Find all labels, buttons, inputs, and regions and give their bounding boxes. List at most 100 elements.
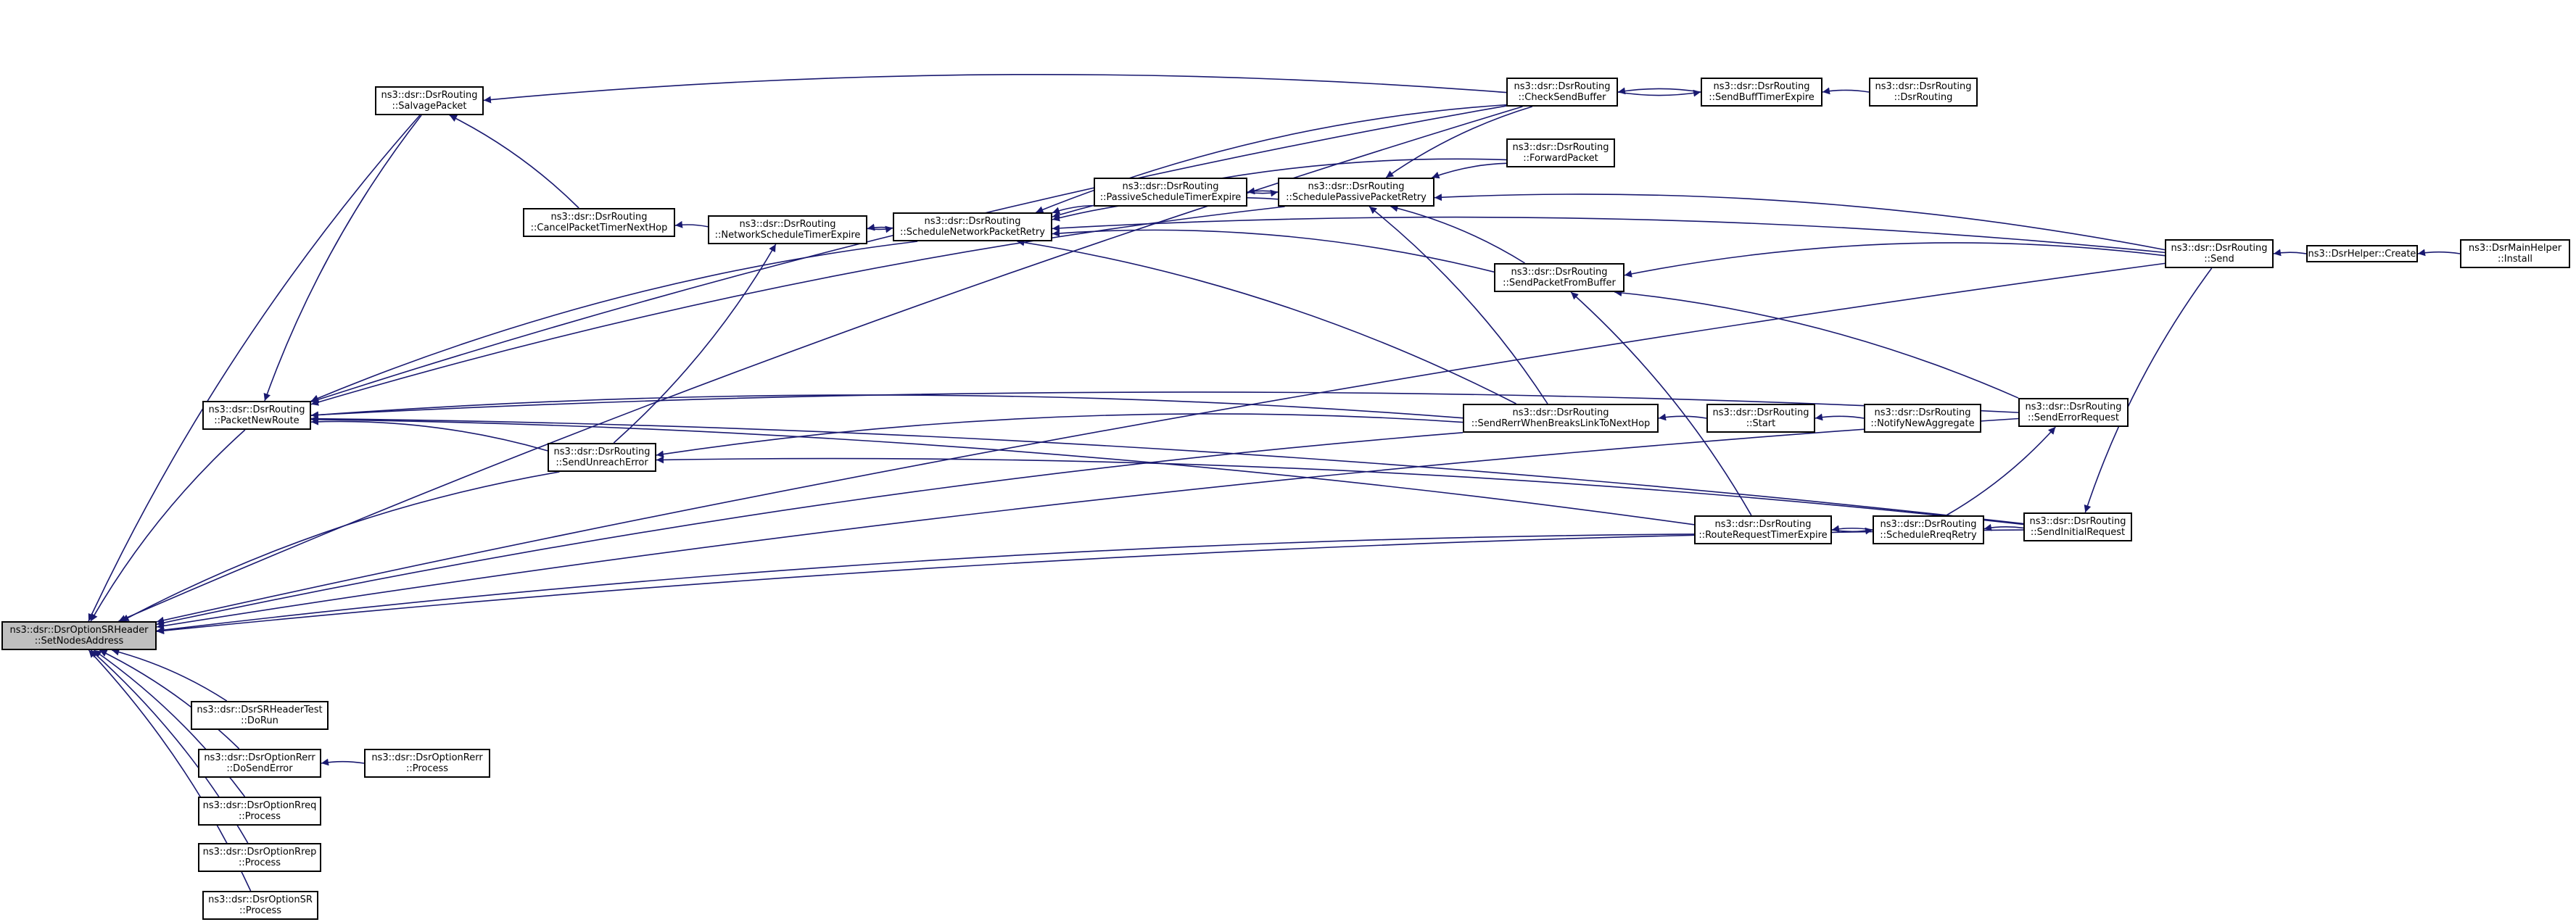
node-dsroptionrrep-process[interactable]: ns3::dsr::DsrOptionRrep ::Process [198,843,321,872]
edge-mainhelper-to-helper [2417,249,2461,257]
node-networkscheduletimerexpire[interactable]: ns3::dsr::DsrRouting ::NetworkScheduleTi… [708,215,867,244]
node-line2: ::Install [2498,254,2532,265]
node-line1: ns3::dsr::DsrSRHeaderTest [197,705,323,715]
node-line2: ::SendUnreachError [556,457,648,468]
edge-rrte-to-spfb [1570,291,1752,516]
edge-rerrdse-to-root [99,649,240,749]
node-line1: ns3::dsr::DsrOptionRerr [204,752,315,763]
edge-send-to-spfb [1624,242,2166,278]
node-start[interactable]: ns3::dsr::DsrRouting ::Start [1706,404,1815,433]
node-line1: ns3::dsr::DsrRouting [381,90,478,101]
edge-sue-to-root [121,471,560,622]
edge-send-to-sppr [1434,194,2166,251]
edge-sppr-to-pnr [310,206,1285,406]
node-line2: ::Process [238,811,281,822]
node-forwardpacket[interactable]: ns3::dsr::DsrRouting ::ForwardPacket [1506,138,1615,167]
node-senderrorrequest[interactable]: ns3::dsr::DsrRouting ::SendErrorRequest [2018,398,2129,427]
node-schedulerreqretry[interactable]: ns3::dsr::DsrRouting ::ScheduleRreqRetry [1873,515,1984,544]
node-routerequesttimerexpire[interactable]: ns3::dsr::DsrRouting ::RouteRequestTimer… [1694,515,1832,544]
node-salvagepacket[interactable]: ns3::dsr::DsrRouting ::SalvagePacket [375,86,484,115]
node-line1: ns3::dsr::DsrRouting [208,404,305,415]
node-line2: ::CancelPacketTimerNextHop [530,223,668,233]
node-line1: ns3::dsr::DsrRouting [2025,402,2122,412]
node-dsroptionsr-process[interactable]: ns3::dsr::DsrOptionSR ::Process [202,891,318,920]
edge-rrte-to-root [156,533,1695,634]
edge-nste-to-cancel [674,220,709,228]
node-sendrerrwhenbreakslinktonexthop[interactable]: ns3::dsr::DsrRouting ::SendRerrWhenBreak… [1463,404,1659,433]
edge-srwb-to-root [156,432,1464,627]
node-sendbufftimerexpire[interactable]: ns3::dsr::DsrRouting ::SendBuffTimerExpi… [1701,78,1822,107]
node-line1: ns3::dsr::DsrOptionSR [208,894,313,905]
node-dsroptionrerr-dosenderror[interactable]: ns3::dsr::DsrOptionRerr ::DoSendError [198,749,321,778]
edge-spfb-to-sppr [1390,204,1525,264]
edge-sbte-to-csb [1617,87,1701,95]
node-dsroptionsrheader-setnodesaddress: ns3::dsr::DsrOptionSRHeader ::SetNodesAd… [1,621,157,650]
node-line2: ::Send [2204,254,2234,265]
node-dsrhelper-create[interactable]: ns3::DsrHelper::Create [2306,245,2418,262]
node-line1: ns3::dsr::DsrRouting [2029,516,2126,527]
edge-salvage-to-pnr [263,115,422,402]
node-line2: ::NetworkScheduleTimerExpire [714,230,861,241]
node-dsroptionrreq-process[interactable]: ns3::dsr::DsrOptionRreq ::Process [198,797,321,826]
node-sendinitialrequest[interactable]: ns3::dsr::DsrRouting ::SendInitialReques… [2023,512,2132,541]
node-passivescheduletimerexpire[interactable]: ns3::dsr::DsrRouting ::PassiveScheduleTi… [1094,178,1247,207]
node-line1: ns3::dsr::DsrRouting [739,219,836,230]
node-line2: ::Start [1746,418,1776,429]
node-notifynewaggregate[interactable]: ns3::dsr::DsrRouting ::NotifyNewAggregat… [1864,404,1981,433]
node-line1: ns3::dsr::DsrRouting [550,212,648,223]
edge-sir-to-srr [1983,523,2024,531]
edge-snpr-to-pnr [310,241,918,402]
node-dsrmainhelper-install[interactable]: ns3::DsrMainHelper ::Install [2460,239,2570,268]
edge-fwd-to-sppr [1432,162,1507,179]
node-line1: ns3::dsr::DsrOptionSRHeader [9,625,149,636]
edge-send-to-snpr [1052,216,2166,254]
edge-ser-to-pnr [310,391,2019,419]
node-line1: ns3::dsr::DsrRouting [1714,519,1812,530]
node-line2: ::SendErrorRequest [2028,412,2119,423]
node-dsrrouting-constructor[interactable]: ns3::dsr::DsrRouting ::DsrRouting [1869,78,1978,107]
edge-srwb-to-snpr [1017,238,1516,404]
node-dsroptionrerr-process[interactable]: ns3::dsr::DsrOptionRerr ::Process [364,749,490,778]
node-line1: ns3::dsr::DsrRouting [1875,81,1972,92]
node-line2: ::SendBuffTimerExpire [1709,92,1815,103]
node-line1: ns3::dsr::DsrRouting [2171,243,2268,254]
node-line1: ns3::dsr::DsrRouting [1122,181,1219,192]
node-line1: ns3::DsrHelper::Create [2308,248,2416,259]
edge-rerrproc-to-rerrdse [321,758,365,766]
edge-rrte-to-pnr [310,415,1695,526]
node-packetnewroute[interactable]: ns3::dsr::DsrRouting ::PacketNewRoute [202,401,311,430]
node-line2: ::NotifyNewAggregate [1870,418,1975,429]
edge-srwb-to-sppr [1368,206,1548,404]
edge-send-to-sir [2084,267,2213,513]
node-cancelpackettimernexthop[interactable]: ns3::dsr::DsrRouting ::CancelPacketTimer… [523,208,675,237]
edge-csb-to-sppr [1385,106,1533,178]
node-line2: ::DsrRouting [1894,92,1953,103]
edge-csb-to-pnr [310,105,1507,404]
node-checksendbuffer[interactable]: ns3::dsr::DsrRouting ::CheckSendBuffer [1506,78,1618,107]
node-schedulepassivepacketretry[interactable]: ns3::dsr::DsrRouting ::SchedulePassivePa… [1278,178,1434,207]
node-line1: ns3::dsr::DsrOptionRerr [371,752,483,763]
node-sendpacketfrombuffer[interactable]: ns3::dsr::DsrRouting ::SendPacketFromBuf… [1494,263,1625,292]
edge-csb-to-root [118,106,1523,622]
node-dsrsrheadertest-dorun[interactable]: ns3::dsr::DsrSRHeaderTest ::DoRun [191,701,329,730]
node-line1: ns3::dsr::DsrRouting [1511,267,1608,278]
node-line2: ::ScheduleRreqRetry [1880,530,1977,541]
node-line2: ::DoRun [241,715,278,726]
node-line1: ns3::dsr::DsrRouting [1512,142,1609,153]
node-line1: ns3::dsr::DsrRouting [1512,407,1609,418]
node-line1: ns3::dsr::DsrRouting [1880,519,1977,530]
node-line2: ::SchedulePassivePacketRetry [1286,192,1427,203]
edge-ser-to-spfb [1614,289,2019,399]
node-sendunreacherror[interactable]: ns3::dsr::DsrRouting ::SendUnreachError [548,443,656,472]
node-line1: ns3::dsr::DsrRouting [924,216,1021,227]
edge-rrte-to-srr [1831,527,1873,535]
node-line1: ns3::dsr::DsrRouting [1874,407,1971,418]
node-line2: ::PacketNewRoute [214,415,300,426]
edge-sue-to-nste [613,244,777,444]
edge-send-to-root [156,262,2166,624]
node-send[interactable]: ns3::dsr::DsrRouting ::Send [2165,239,2274,268]
edge-sppr-to-pste [1247,187,1279,195]
node-line2: ::SetNodesAddress [34,636,124,647]
node-schedulenetworkpacketretry[interactable]: ns3::dsr::DsrRouting ::ScheduleNetworkPa… [893,212,1052,241]
